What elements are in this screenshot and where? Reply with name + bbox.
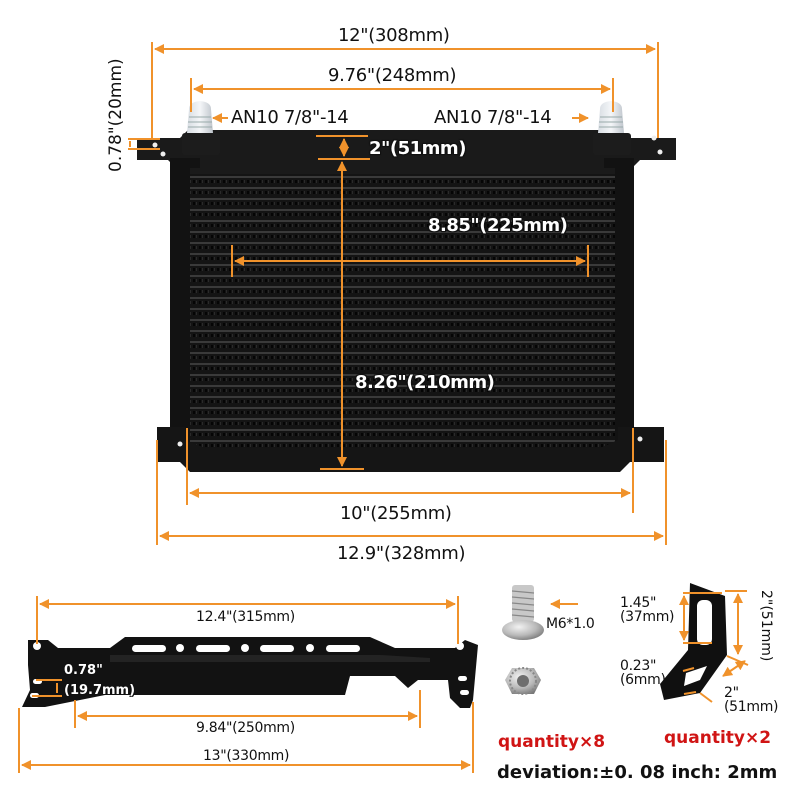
bottom-body-width-label: 10"(255mm) (340, 503, 452, 524)
bracket-overall-length-label: 13"(330mm) (203, 748, 290, 764)
cooler-dimension-lines (128, 42, 667, 545)
angle-inner-height-mm-label: (37mm) (620, 609, 675, 625)
an-fitting-right (593, 101, 631, 155)
oil-cooler-image (137, 101, 676, 472)
bracket-slot-spacing-mm-label: (19.7mm) (64, 683, 136, 698)
m6-bolt-image (502, 585, 544, 640)
angle-slot-width-in-label: 0.23" (620, 658, 657, 674)
angle-base-mm-label: (51mm) (724, 699, 779, 715)
bracket-hole-spacing-label: 12.4"(315mm) (196, 609, 295, 625)
deviation-note: deviation:±0. 08 inch: 2mm (497, 762, 778, 783)
mount-tab-height-label: 0.78"(20mm) (106, 58, 126, 172)
angle-bracket-image (660, 583, 727, 700)
fitting-spacing-label: 9.76"(248mm) (328, 65, 457, 86)
angle-height-label: 2"(51mm) (758, 590, 774, 662)
overall-width-top-label: 12"(308mm) (338, 25, 450, 46)
bracket-inner-width-label: 9.84"(250mm) (196, 720, 295, 736)
angle-bracket-dimension-lines (679, 590, 749, 703)
bolt-spec-label: M6*1.0 (546, 616, 595, 632)
mounting-bracket-image (22, 637, 478, 708)
angle-bracket-quantity-label: quantity×2 (664, 728, 772, 748)
an-fitting-left (182, 101, 220, 155)
core-height-label: 8.26"(210mm) (355, 372, 495, 393)
overall-width-bottom-label: 12.9"(328mm) (337, 543, 466, 564)
flange-nut-image (505, 667, 541, 695)
top-tank-height-label: 2"(51mm) (369, 138, 466, 159)
angle-inner-height-in-label: 1.45" (620, 595, 657, 611)
angle-base-in-label: 2" (724, 685, 739, 701)
bracket-dimension-lines (18, 596, 474, 773)
bolt-quantity-label: quantity×8 (498, 732, 606, 752)
bracket-slot-spacing-in-label: 0.78" (64, 663, 103, 678)
core-width-label: 8.85"(225mm) (428, 215, 568, 236)
angle-slot-width-mm-label: (6mm) (620, 672, 666, 688)
fitting-right-label: AN10 7/8"-14 (434, 107, 552, 128)
fitting-left-label: AN10 7/8"-14 (231, 107, 349, 128)
